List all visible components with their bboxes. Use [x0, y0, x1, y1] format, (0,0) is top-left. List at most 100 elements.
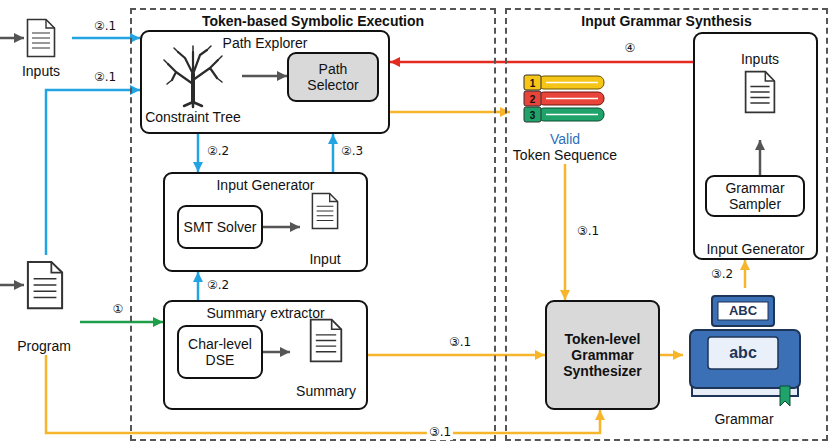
text-group: Token-level Grammar Synthesizer: [547, 302, 658, 408]
node-label: Token-level Grammar Synthesizer: [551, 331, 654, 379]
text-group: Grammar: [683, 411, 805, 427]
step-number: ②.3: [339, 145, 365, 159]
document-node: Inputs: [10, 16, 72, 80]
node-label: Inputs: [22, 63, 60, 79]
document-icon: [746, 72, 775, 113]
step-number: ①: [111, 303, 126, 317]
flow-arrow: [390, 61, 693, 64]
flow-arrow: [759, 140, 762, 175]
node-label: Input: [309, 251, 340, 267]
input-arrow: [0, 284, 24, 287]
region-panel: Input Grammar SynthesisValidToken Sequen…: [505, 8, 828, 441]
document-node: Inputs: [728, 48, 792, 140]
region-title: Token-based Symbolic Execution: [202, 13, 424, 29]
book-caption: abc: [729, 344, 757, 362]
text-group: Input Grammar Synthesis: [507, 13, 826, 29]
node-label: Path Selector: [293, 61, 373, 93]
node-label: SMT Solver: [184, 219, 257, 235]
flow-arrow: [197, 134, 200, 172]
process-box: Char-level DSE: [177, 325, 263, 379]
step-number: ③.1: [447, 336, 473, 350]
input-arrow: [0, 37, 24, 40]
node-label: Grammar Sampler: [711, 180, 799, 212]
text-group: Grammar Sampler: [707, 177, 803, 215]
process-box: Input GeneratorSMT SolverInput: [163, 172, 368, 272]
document-icon: [28, 20, 55, 57]
process-box: Token-level Grammar Synthesizer: [545, 300, 660, 410]
flow-arrow: [263, 226, 300, 229]
flow-arrow: [564, 164, 567, 300]
flow-arrow: [80, 321, 163, 324]
text-group: Path Selector: [289, 54, 377, 100]
text-group: Inputs: [10, 63, 72, 79]
node-label: Program: [17, 338, 71, 354]
step-number: ④: [623, 42, 638, 56]
text-group: Constraint Tree: [144, 109, 242, 125]
flow-arrow: [744, 260, 747, 288]
node-label: Valid: [550, 131, 580, 147]
process-box: Path Selector: [287, 52, 379, 102]
flow-arrow: [46, 90, 140, 255]
step-number: ②.1: [92, 71, 118, 85]
token-sequence: ValidToken Sequence: [510, 72, 620, 164]
process-box: SMT Solver: [177, 205, 263, 249]
flow-arrow: [242, 75, 287, 78]
node-label: Inputs: [741, 51, 779, 67]
node-label: Grammar: [714, 411, 773, 427]
node-label: Input Generator: [216, 177, 314, 193]
flow-arrow: [263, 351, 290, 354]
process-box: Path ExplorerConstraint Tree Path Selecto…: [140, 30, 390, 134]
process-box: Summary extractorChar-level DSE Summary: [163, 300, 368, 410]
step-number: ③.2: [709, 268, 735, 282]
text-group: Summary: [290, 383, 362, 399]
text-group: Inputs: [728, 51, 792, 67]
text-group: Input: [300, 251, 350, 267]
node-label: Char-level DSE: [183, 336, 257, 368]
text-group: Token-based Symbolic Execution: [132, 13, 494, 29]
token-number: 1: [530, 77, 536, 88]
text-group: ValidToken Sequence: [510, 131, 620, 163]
flow-arrow: [332, 134, 335, 172]
step-number: ②.2: [205, 145, 231, 159]
text-group: Path Explorer: [142, 35, 388, 51]
node-label: Path Explorer: [223, 35, 308, 51]
node-label: Summary extractor: [206, 305, 324, 321]
flow-arrow: [368, 354, 545, 357]
document-icon: [28, 262, 62, 308]
node-label: Token Sequence: [513, 147, 617, 163]
region-title: Input Grammar Synthesis: [581, 13, 751, 29]
text-group: Input Generator: [695, 241, 816, 257]
process-box: Grammar Sampler: [705, 175, 805, 217]
token-number: 2: [530, 93, 536, 104]
node-label: Constraint Tree: [145, 109, 241, 125]
region-panel: Token-based Symbolic ExecutionPath Explo…: [130, 8, 496, 441]
process-box: Input Generator InputsGrammar Sampler: [693, 32, 818, 260]
flow-arrow: [660, 354, 683, 357]
document-node: Summary: [290, 316, 362, 400]
step-number: ②.1: [92, 20, 118, 34]
document-icon: [311, 320, 342, 362]
grammar-book: Grammar: [683, 288, 805, 428]
text-group: Input Generator: [165, 177, 366, 193]
node-label: Summary: [296, 383, 356, 399]
flow-arrow: [390, 111, 510, 114]
text-group: Program: [8, 338, 80, 354]
book-icon: [690, 296, 800, 406]
step-number: ③.1: [575, 225, 601, 239]
token-number: 3: [530, 109, 536, 120]
book-caption: ABC: [729, 304, 757, 318]
token-sequence-icon: [524, 75, 604, 122]
text-group: Char-level DSE: [179, 327, 261, 377]
tree-node: Constraint Tree: [144, 46, 242, 126]
text-group: Summary extractor: [165, 305, 366, 321]
document-icon: [312, 193, 337, 228]
document-node: Program: [8, 255, 80, 355]
node-label: Input Generator: [706, 241, 804, 257]
flow-arrow: [197, 272, 200, 300]
step-number: ③.1: [427, 426, 453, 440]
document-node: Input: [300, 190, 350, 268]
tree-icon: [164, 46, 222, 107]
